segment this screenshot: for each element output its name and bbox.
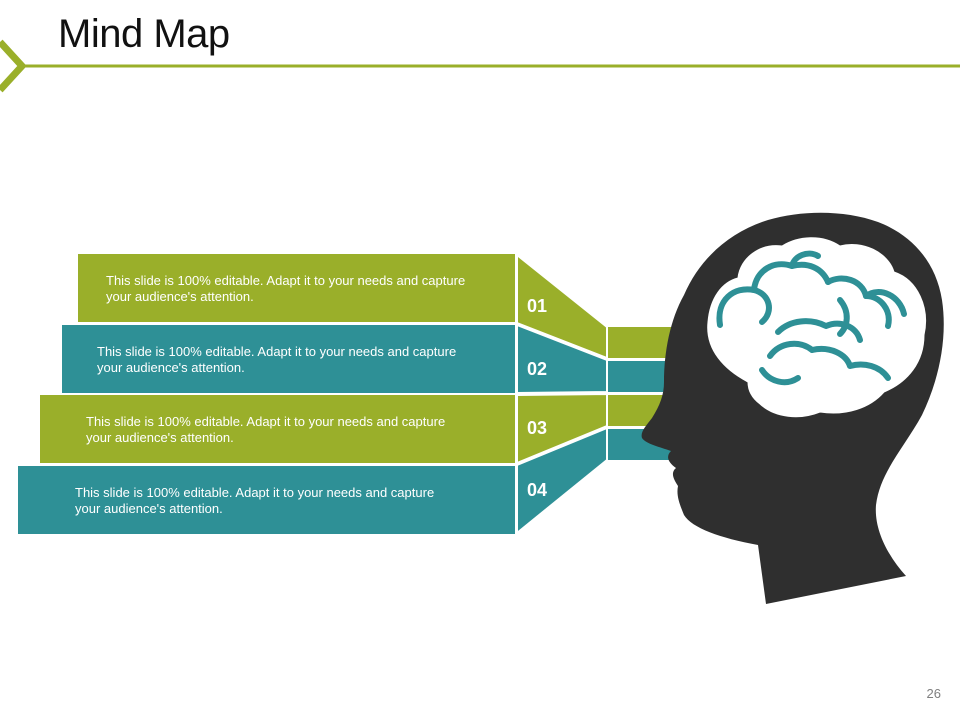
funnel-segment-2 <box>516 323 608 395</box>
funnel-segment-3 <box>516 392 608 465</box>
page-title: Mind Map <box>58 12 230 56</box>
item-1-text: This slide is 100% editable. Adapt it to… <box>106 273 466 304</box>
brain-icon <box>707 237 926 418</box>
bar-4 <box>18 466 515 534</box>
item-3-number: 03 <box>527 418 548 438</box>
item-2-number: 02 <box>527 359 548 379</box>
item-4-text: This slide is 100% editable. Adapt it to… <box>75 485 435 516</box>
header-rule <box>0 39 960 93</box>
item-2-text: This slide is 100% editable. Adapt it to… <box>97 344 457 375</box>
bar-2 <box>62 325 515 393</box>
funnel-segment-4 <box>516 426 608 536</box>
item-4-number: 04 <box>527 480 548 500</box>
item-3-text: This slide is 100% editable. Adapt it to… <box>86 414 446 445</box>
funnel-segment-1 <box>516 252 608 360</box>
bar-3 <box>40 395 515 463</box>
page-number: 26 <box>926 686 941 701</box>
connector-1 <box>607 327 677 358</box>
item-1-number: 01 <box>527 296 548 316</box>
bar-1 <box>78 254 515 322</box>
